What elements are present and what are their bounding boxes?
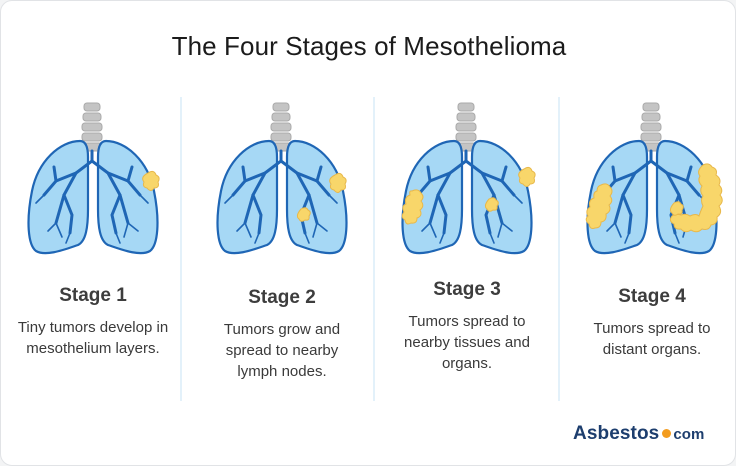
stage-heading: Stage 3 bbox=[433, 279, 501, 300]
brand-tld: com bbox=[673, 426, 705, 443]
divider bbox=[558, 97, 560, 401]
stage-description: Tumors spread to distant organs. bbox=[593, 320, 711, 358]
tumor-cluster-icon bbox=[296, 172, 347, 222]
stage-heading: Stage 4 bbox=[618, 286, 686, 307]
stage-3-panel: Stage 3 Tumors spread to nearby tissues … bbox=[382, 99, 552, 399]
brand-logo[interactable]: Asbestos com bbox=[573, 423, 704, 445]
tumor-cluster-icon bbox=[142, 170, 160, 191]
stage-heading: Stage 1 bbox=[59, 285, 127, 306]
stage-description: Tumors grow and spread to nearby lymph n… bbox=[223, 321, 341, 380]
lungs-illustration-icon bbox=[401, 101, 536, 255]
stage-2-panel: Stage 2 Tumors grow and spread to nearby… bbox=[197, 99, 367, 399]
stage-1-panel: Stage 1 Tiny tumors develop in mesotheli… bbox=[8, 99, 178, 399]
stage-description: Tumors spread to nearby tissues and orga… bbox=[404, 313, 530, 372]
lungs-illustration-icon bbox=[27, 101, 160, 255]
stage-heading: Stage 2 bbox=[248, 287, 316, 308]
divider bbox=[180, 97, 182, 401]
stage-4-panel: Stage 4 Tumors spread to distant organs. bbox=[567, 99, 736, 399]
tumor-cluster-icon bbox=[401, 166, 536, 225]
divider bbox=[373, 97, 375, 401]
lungs-illustration-icon bbox=[216, 101, 348, 255]
tumor-cluster-icon bbox=[585, 163, 723, 233]
stage-description: Tiny tumors develop in mesothelium layer… bbox=[17, 319, 169, 357]
page-title: The Four Stages of Mesothelioma bbox=[171, 31, 567, 61]
brand-name: Asbestos bbox=[573, 423, 660, 444]
brand-dot-icon bbox=[662, 429, 672, 438]
lungs-illustration-icon bbox=[585, 101, 723, 255]
